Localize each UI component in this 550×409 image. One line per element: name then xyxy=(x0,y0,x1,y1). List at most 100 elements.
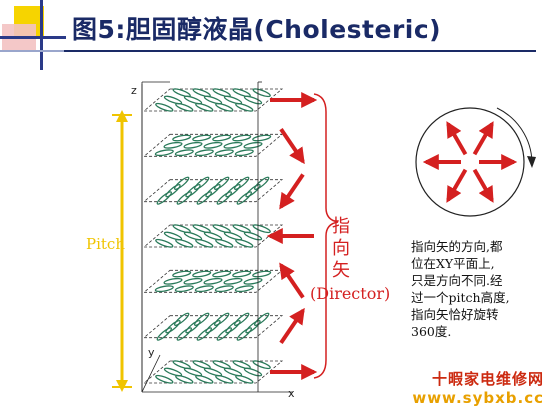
molecule xyxy=(165,320,181,334)
molecule xyxy=(223,231,243,241)
molecule xyxy=(223,95,243,105)
molecule xyxy=(252,88,271,98)
molecule xyxy=(176,327,193,341)
molecule xyxy=(165,184,181,198)
molecule xyxy=(205,320,221,334)
molecule xyxy=(183,367,203,377)
circle-arrow xyxy=(472,168,494,203)
molecule xyxy=(183,231,203,241)
molecule xyxy=(155,238,174,248)
molecule xyxy=(212,224,231,234)
rotation-circle xyxy=(415,107,536,217)
molecule xyxy=(183,141,203,149)
molecule xyxy=(174,285,194,293)
molecule xyxy=(232,360,251,370)
molecular-layer xyxy=(142,312,284,341)
director-chinese-3: 矢 xyxy=(332,260,350,281)
director-arrow xyxy=(279,173,305,210)
molecule xyxy=(243,367,263,377)
molecule xyxy=(154,149,174,157)
director-arrow xyxy=(279,307,305,345)
rotation-arc-arrow xyxy=(496,107,533,163)
molecular-layer xyxy=(142,133,284,157)
molecule xyxy=(235,102,254,112)
molecule xyxy=(216,327,233,341)
director-arrows xyxy=(266,92,318,380)
molecule xyxy=(232,134,252,142)
molecule xyxy=(192,134,212,142)
molecule xyxy=(243,277,263,285)
molecule xyxy=(232,270,252,278)
watermark-line1: 十暇家电维修网 xyxy=(431,370,544,388)
molecule xyxy=(243,231,263,241)
director-brace xyxy=(313,93,339,379)
molecule xyxy=(234,149,254,157)
watermark-line2: www.sybxb.cc xyxy=(412,389,544,407)
title-underline xyxy=(64,50,536,52)
director-chinese-2: 向 xyxy=(332,238,350,259)
molecule xyxy=(233,312,250,326)
molecule xyxy=(252,134,272,142)
description-line: 位在XY平面上, xyxy=(411,256,495,271)
molecule xyxy=(194,285,214,293)
molecule xyxy=(192,224,211,234)
molecule xyxy=(195,102,214,112)
molecule xyxy=(172,270,192,278)
molecule xyxy=(196,327,213,341)
molecule xyxy=(195,238,214,248)
pitch-label: Pitch xyxy=(86,235,125,253)
molecule xyxy=(205,184,221,198)
molecule xyxy=(173,176,190,190)
molecule xyxy=(233,176,250,190)
molecule xyxy=(185,320,201,334)
molecule xyxy=(154,285,174,293)
molecule xyxy=(232,88,251,98)
molecule xyxy=(232,224,251,234)
molecule xyxy=(163,141,183,149)
molecule xyxy=(253,176,270,190)
watermark: 十暇家电维修网 www.sybxb.cc xyxy=(412,368,544,407)
molecule xyxy=(252,270,272,278)
molecule xyxy=(212,134,232,142)
molecule xyxy=(192,270,212,278)
corner-decoration xyxy=(0,0,66,70)
molecule xyxy=(236,327,253,341)
molecule xyxy=(245,184,261,198)
molecule xyxy=(174,149,194,157)
molecule xyxy=(225,320,241,334)
molecule xyxy=(235,374,254,384)
z-axis-label: z xyxy=(131,84,137,97)
molecule xyxy=(156,191,173,205)
y-axis-label: y xyxy=(148,346,155,359)
molecule xyxy=(163,231,183,241)
molecule xyxy=(185,184,201,198)
molecule xyxy=(225,184,241,198)
description-line: 只是方向不同.经 xyxy=(411,273,503,288)
molecule xyxy=(213,312,230,326)
molecule xyxy=(223,141,243,149)
molecule xyxy=(234,285,254,293)
director-english-label: (Director) xyxy=(310,284,391,303)
molecular-layer xyxy=(142,360,284,384)
molecule xyxy=(155,374,174,384)
molecule xyxy=(155,102,174,112)
description-line: 360度. xyxy=(411,324,452,339)
stack-outline xyxy=(141,81,262,392)
molecular-layer xyxy=(142,269,284,293)
molecule xyxy=(172,360,191,370)
x-axis-label: x xyxy=(288,387,295,400)
director-chinese-1: 指 xyxy=(332,216,350,237)
molecule xyxy=(243,141,263,149)
molecule xyxy=(213,176,230,190)
molecule xyxy=(235,238,254,248)
circle-director-arrows xyxy=(422,121,518,203)
page-title: 图5:胆固醇液晶(Cholesteric) xyxy=(72,15,442,44)
description-line: 过一个pitch高度, xyxy=(411,290,510,305)
circle-arrow xyxy=(446,121,468,156)
molecule xyxy=(175,238,194,248)
molecule xyxy=(216,191,233,205)
molecule xyxy=(203,231,223,241)
molecule xyxy=(172,224,191,234)
